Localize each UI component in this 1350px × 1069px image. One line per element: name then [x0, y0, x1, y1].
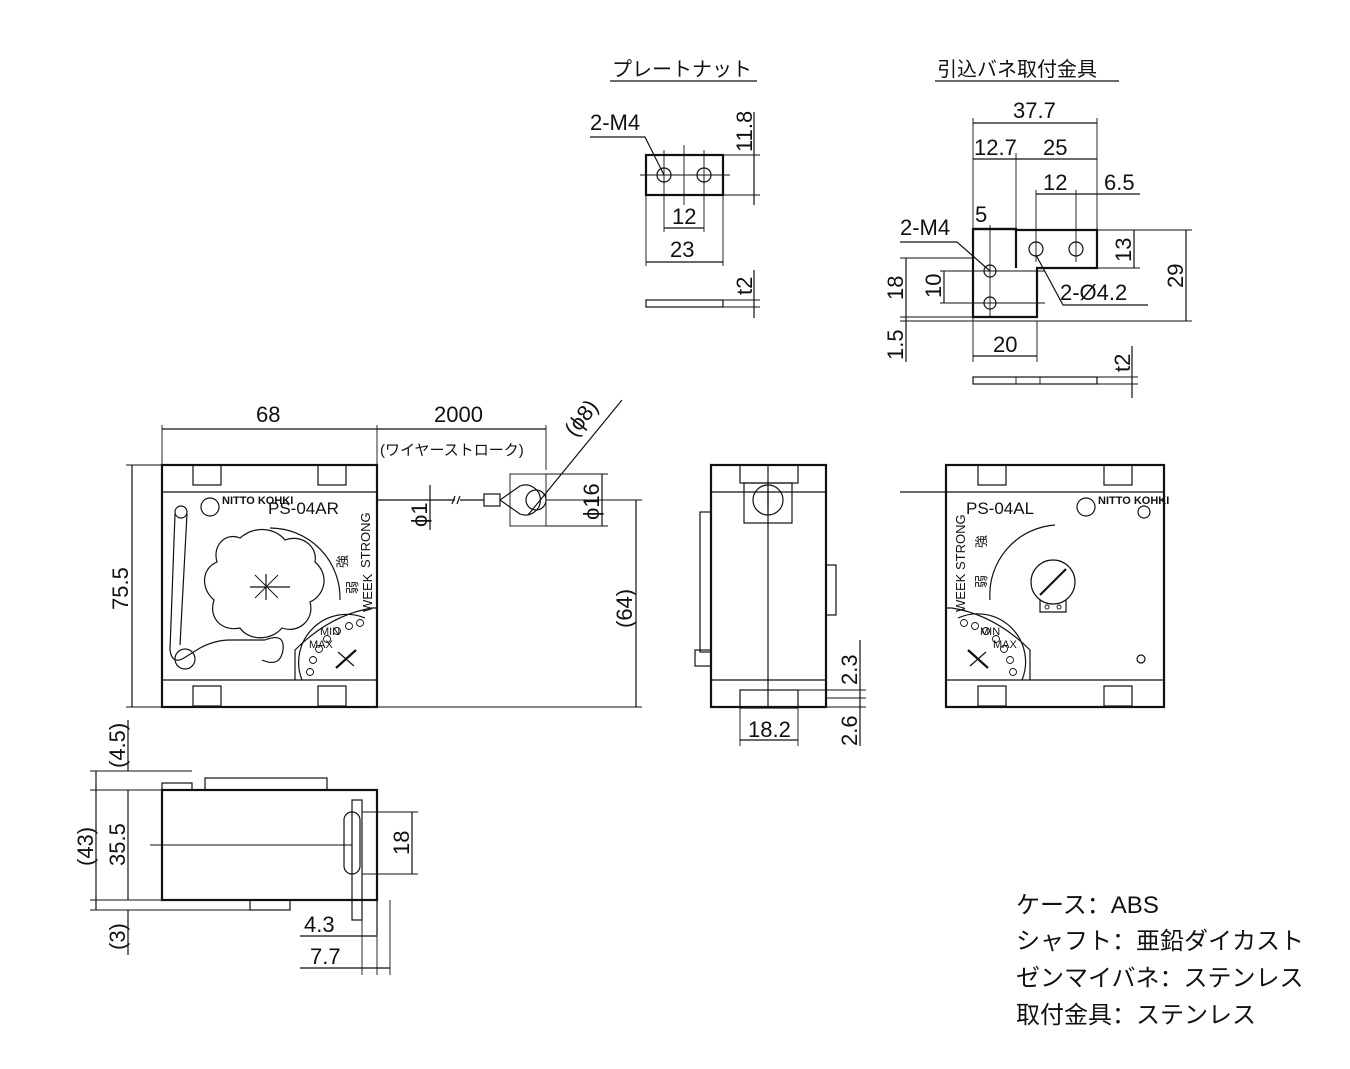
bracket-width-label: 37.7	[1013, 98, 1056, 123]
plate-nut-thread-label: 2-M4	[590, 110, 640, 135]
bracket-offset-b-label: 25	[1043, 135, 1067, 160]
bracket-base-offset-label: 1.5	[883, 329, 908, 360]
plate-nut-view: プレートナット 2-M4 11.8 12 23 t2	[590, 59, 760, 318]
front-width-label: 68	[256, 402, 280, 427]
bracket-edge-label: 6.5	[1104, 170, 1135, 195]
bottom-offset-a-label: 4.3	[304, 912, 335, 937]
material-shaft: シャフト：亜鉛ダイカスト	[1016, 928, 1304, 955]
front-logo: NITTO KOHKI	[222, 495, 293, 507]
rear-logo: NITTO KOHKI	[1098, 495, 1169, 507]
bottom-offset-b-label: 7.7	[310, 944, 341, 969]
rear-max-label: MAX	[993, 639, 1018, 651]
side-dim-b-label: 2.6	[837, 715, 862, 746]
bracket-title: 引込バネ取付金具	[937, 58, 1097, 81]
plate-nut-width-label: 23	[670, 237, 694, 262]
plate-nut-height-label: 11.8	[732, 111, 757, 152]
wire-height-label: (64)	[612, 589, 637, 628]
side-view: 18.2 2.3 2.6	[694, 463, 866, 746]
front-dial-dots	[306, 619, 364, 676]
bottom-view: (4.5) (43) 35.5 (3) 18 4.3 7.7	[73, 720, 418, 975]
bracket-gap-label: 5	[975, 202, 987, 227]
plate-nut-pitch-label: 12	[672, 204, 696, 229]
front-weak-jp: 弱	[345, 581, 360, 594]
bottom-bottom-label: (3)	[105, 923, 130, 950]
front-view: 68 2000 (ワイヤーストローク) 75.5 NITTO KOHKI PS-…	[108, 395, 642, 709]
bracket-offset-a-label: 12.7	[974, 135, 1017, 160]
side-width-label: 18.2	[748, 717, 791, 742]
bottom-body-label: 35.5	[105, 823, 130, 866]
bracket-pitch-v-label: 10	[921, 274, 946, 298]
plate-nut-title: プレートナット	[612, 59, 752, 81]
front-strong-jp: 強	[335, 555, 350, 568]
rear-dial-dots	[960, 619, 1017, 676]
bracket-thread-label: 2-M4	[900, 215, 950, 240]
rear-weak-label: WEEK	[953, 573, 968, 612]
ring-outer-label: ϕ16	[579, 483, 604, 520]
front-height-label: 75.5	[108, 567, 133, 610]
front-weak-label: WEEK	[360, 573, 375, 612]
material-bracket: 取付金具：ステンレス	[1016, 1002, 1256, 1029]
bracket-pitch-label: 12	[1043, 170, 1067, 195]
bottom-slot-label: 18	[389, 831, 414, 855]
rear-view: NITTO KOHKI PS-04AL STRONG 強 WEEK 弱 MIN …	[900, 463, 1169, 709]
side-dim-a-label: 2.3	[837, 654, 862, 685]
rear-model-label: PS-04AL	[966, 499, 1034, 518]
bracket-hole-label: 2-Ø4.2	[1060, 280, 1127, 305]
material-spring: ゼンマイバネ：ステンレス	[1016, 965, 1304, 992]
bracket-view: 引込バネ取付金具 37.7 12.7 25 12 6.5 2-M4 5	[883, 58, 1192, 398]
bottom-total-label: (43)	[73, 827, 98, 866]
bottom-top-label: (4.5)	[105, 723, 130, 768]
wire-dia-label: ϕ1	[407, 502, 432, 527]
rear-strong-jp: 強	[974, 535, 989, 548]
bracket-height-total-label: 29	[1163, 264, 1188, 288]
rear-weak-jp: 弱	[974, 575, 989, 588]
ring-dia-label: (ϕ8)	[559, 395, 603, 441]
rear-strong-label: STRONG	[953, 514, 968, 570]
bracket-base-width-label: 20	[993, 332, 1017, 357]
material-case: ケース：ABS	[1016, 892, 1159, 919]
bracket-height-upper-label: 13	[1111, 238, 1136, 262]
rear-min-label: MIN	[980, 626, 1000, 638]
plate-nut-thickness-label: t2	[732, 277, 757, 295]
front-max-label: MAX	[309, 639, 334, 651]
front-min-label: MIN	[320, 626, 340, 638]
stroke-note-label: (ワイヤーストローク)	[380, 442, 524, 459]
front-model-label: PS-04AR	[268, 499, 339, 518]
bracket-thickness-label: t2	[1110, 354, 1135, 372]
stroke-label: 2000	[434, 402, 483, 427]
bracket-height-left-label: 18	[883, 276, 908, 300]
front-strong-label: STRONG	[358, 512, 373, 568]
